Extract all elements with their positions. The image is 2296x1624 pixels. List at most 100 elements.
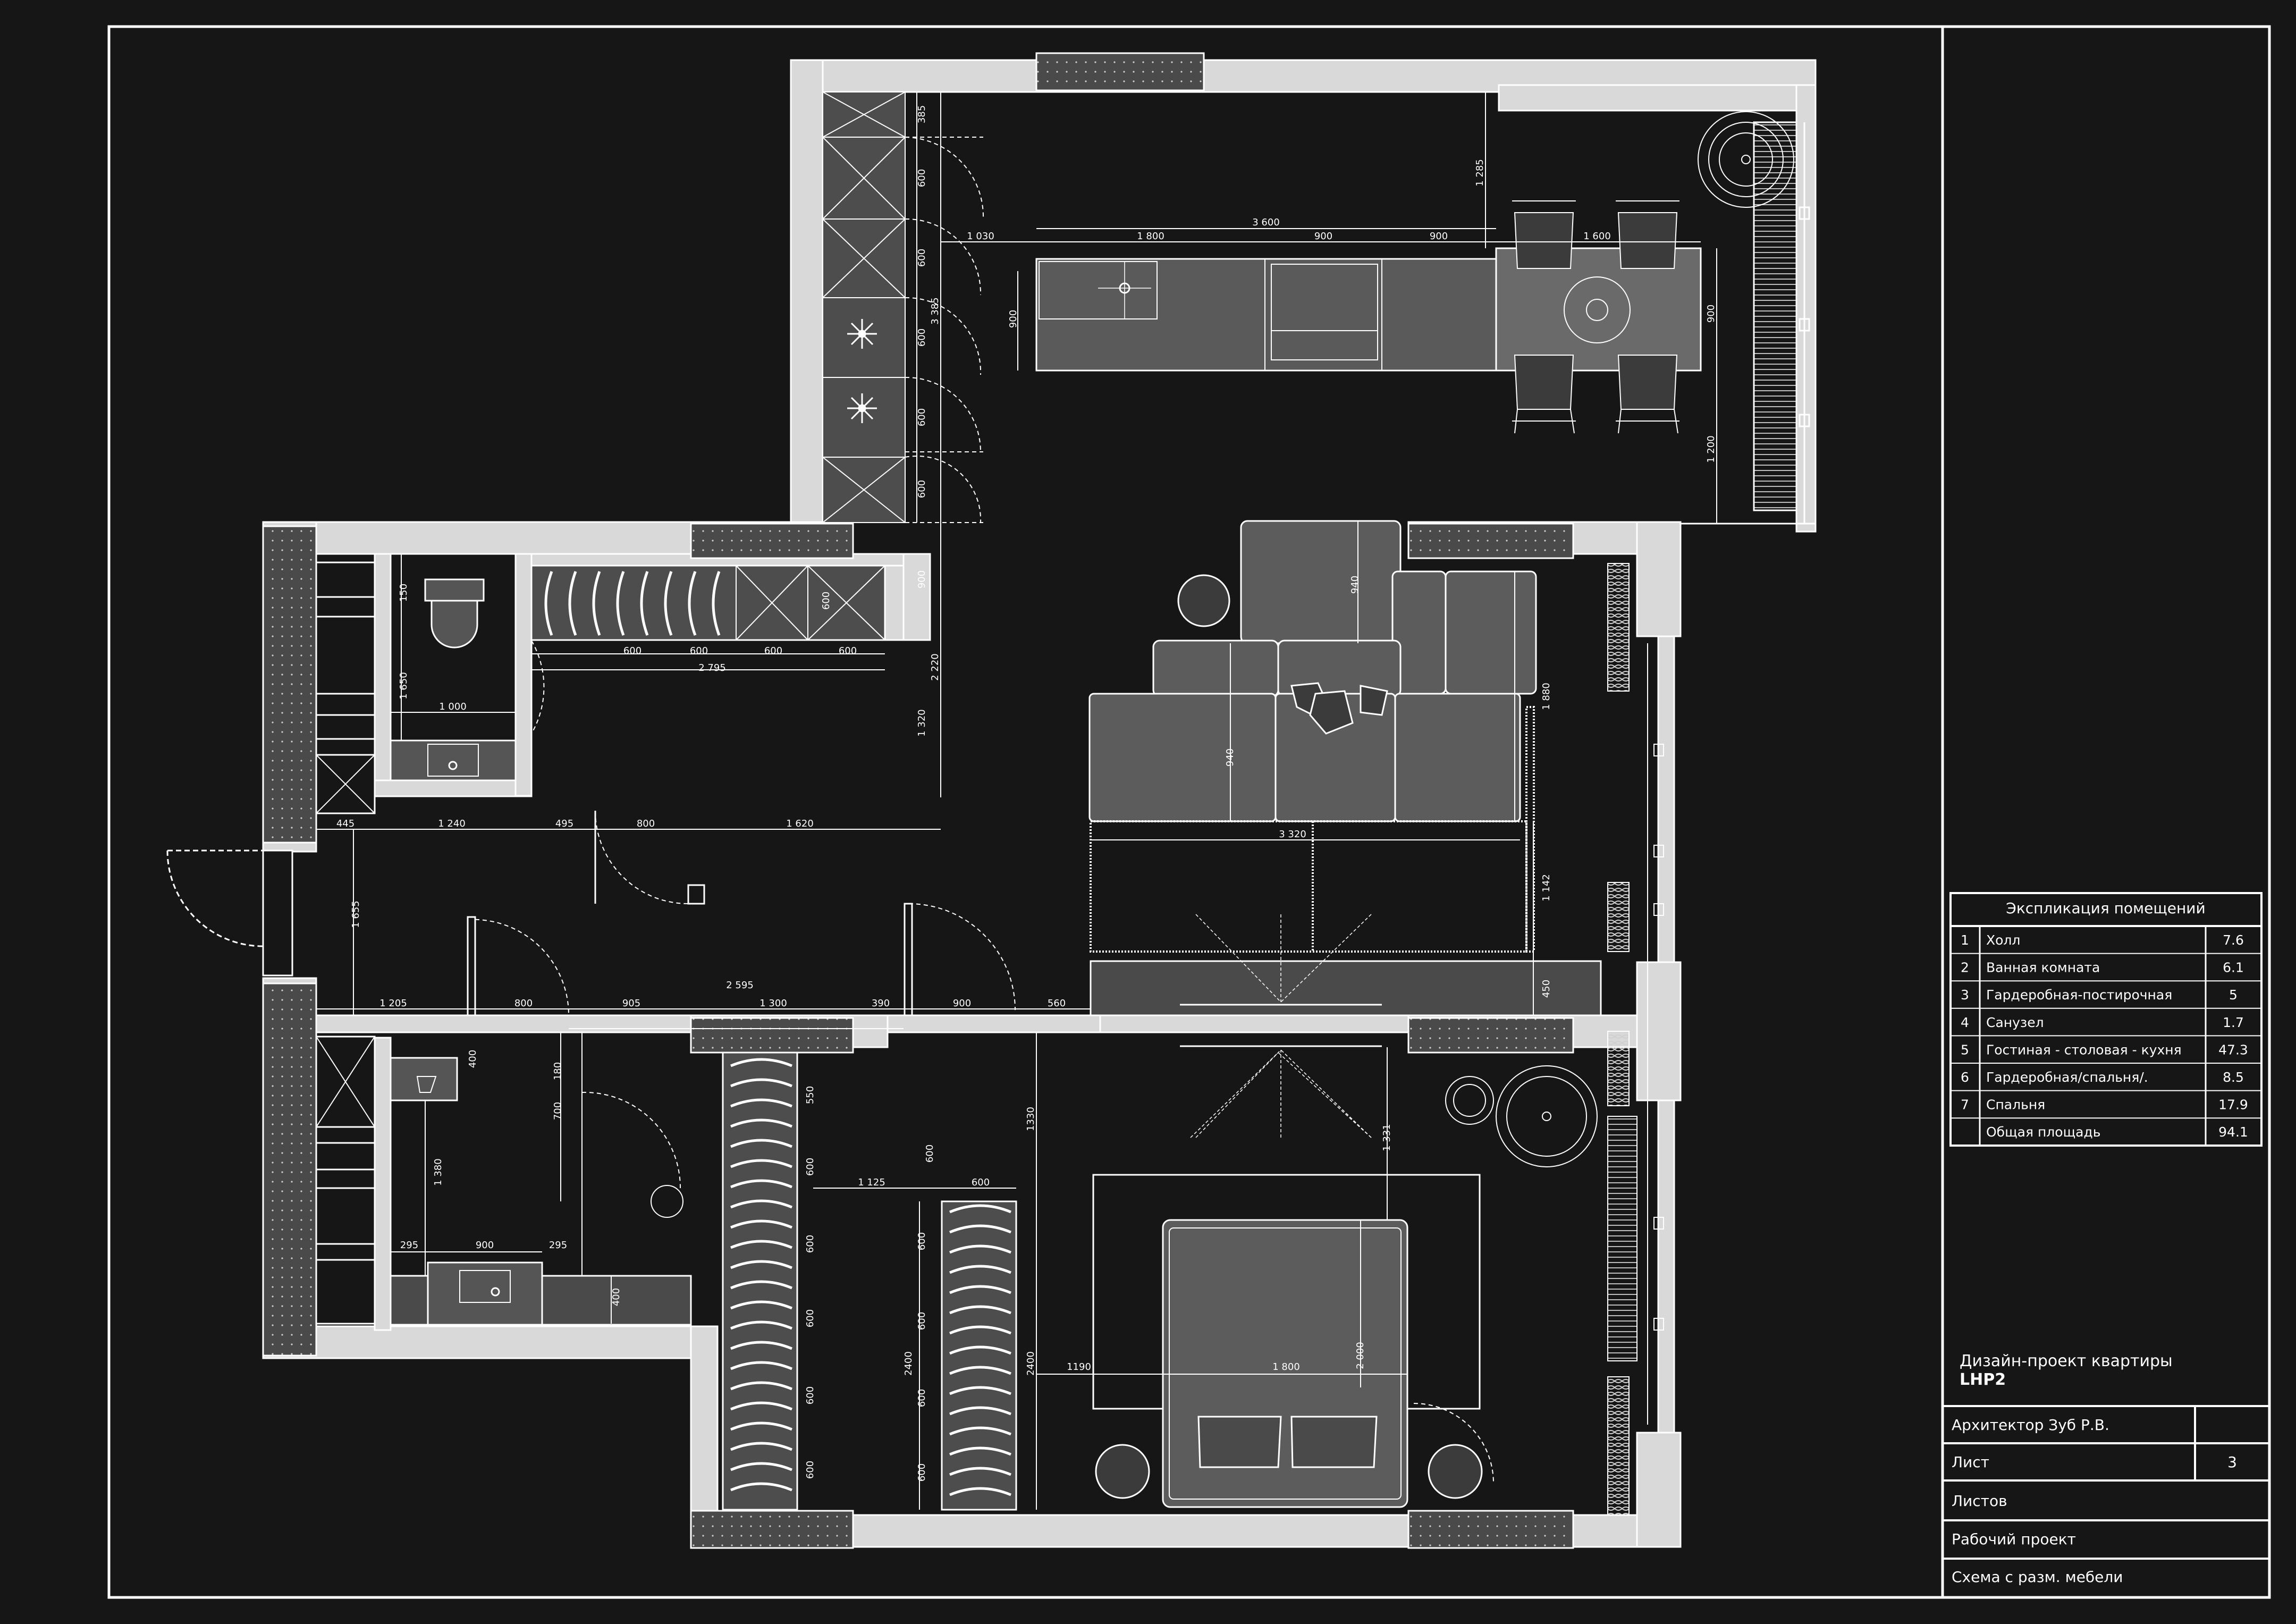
explication-row-name: Гардеробная/спальня/. [1986,1070,2148,1085]
dim-label: 600 [916,1389,927,1407]
dim-label: 3 600 [1252,217,1280,228]
dim-label: 600 [839,645,857,657]
explication-row-area: 8.5 [2223,1070,2244,1085]
dim-label: 1 380 [433,1158,444,1186]
dim-label: 1 880 [1541,683,1552,710]
hanger-icons [544,571,721,636]
dim-label: 600 [805,1461,816,1479]
hanger-icon [949,1345,1011,1355]
explication-row-area: 47.3 [2218,1042,2248,1057]
dim-label: 600 [805,1158,816,1176]
dim-label: 1 320 [916,709,927,737]
dim-label: 600 [924,1145,935,1163]
hanger-icon [730,1159,792,1168]
bedroom-door-swing [1413,1403,1494,1484]
dim-label: 2 000 [1355,1342,1366,1369]
dim-label: 1 142 [1541,874,1552,902]
dim-label: 700 [552,1102,563,1120]
explication-row-name: Гостиная - столовая - кухня [1986,1042,2182,1057]
dim-label: 1 240 [438,818,466,829]
hanger-icon [730,1078,792,1088]
dim-label: 600 [805,1309,816,1327]
dim-label: 600 [916,480,927,498]
kitchen-tall-cabinets [822,91,906,523]
explication-row-area: 7.6 [2223,932,2244,948]
bed [1092,1174,1481,1508]
hanger-icon [949,1204,1011,1214]
hanger-icon [949,1386,1011,1395]
dim-label: 940 [1349,576,1361,594]
hanger-icon [730,1118,792,1128]
hanger-icon [949,1426,1011,1436]
entry-door [166,849,293,977]
dim-label: 900 [1430,231,1448,242]
dim-label: 900 [476,1240,494,1251]
dim-label: 600 [916,169,927,187]
hanger-icon [568,571,577,636]
snowflake-icon [847,319,877,423]
hanger-icon [712,571,721,636]
dim-label: 600 [805,1235,816,1253]
dim-label: 3 385 [930,297,941,325]
sofa [1088,520,1537,822]
dim-label: 295 [400,1240,418,1251]
project-title: Дизайн-проект квартиры [1960,1352,2173,1370]
dim-label: 445 [336,818,354,829]
hanger-icon [730,1058,792,1067]
dim-label: 1 800 [1272,1361,1300,1373]
dim-label: 600 [916,249,927,267]
explication-row-area: 1.7 [2223,1015,2244,1030]
hanger-icon [730,1361,792,1370]
explication-row-number: 4 [1961,1015,1969,1030]
explication-row-area: 17.9 [2218,1097,2248,1113]
hanger-icon [592,571,601,636]
drawing-name: Схема с разм. мебели [1952,1568,2123,1586]
dim-label: 800 [637,818,655,829]
windows [262,52,1574,1549]
dim-label: 1 620 [786,818,814,829]
explication-row-name: Гардеробная-постирочная [1986,987,2172,1003]
dim-label: 1 030 [967,231,994,242]
wc-sink [390,739,517,781]
hanger-icon [730,1421,792,1431]
dim-label: 2 795 [698,662,726,674]
explication-row-number: 1 [1961,932,1969,948]
nightstand-left [1095,1444,1150,1499]
dim-label: 400 [611,1288,622,1306]
hanger-icon [730,1320,792,1330]
dimension-labels: 3 600 1 800 900 900 1 030 1 600 900 900 … [336,105,1717,1482]
hanger-icon [949,1265,1011,1274]
dim-label: 900 [1706,305,1717,323]
dim-label: 1 125 [858,1177,885,1188]
dim-label: 1 650 [398,672,409,700]
project-stage: Рабочий проект [1952,1530,2076,1548]
hanger-icon [730,1219,792,1229]
dim-label: 1 200 [1706,435,1717,463]
explication-row-area: 5 [2229,987,2238,1003]
side-table [1177,574,1230,627]
dim-label: 385 [916,105,927,123]
tv-unit [1090,914,1602,1138]
kitchen-cabinet-swings [905,137,984,523]
dimension-lines [316,92,1717,1510]
dim-label: 1 800 [1137,231,1164,242]
hanger-icon [730,1280,792,1290]
bedroom-plants [1445,1065,1598,1167]
dim-label: 1 300 [759,998,787,1009]
explication-row-name: Санузел [1986,1015,2044,1030]
wc-door-swing [531,640,545,734]
hanger-icon [949,1366,1011,1375]
dim-label: 2400 [1025,1351,1036,1376]
hanger-icon [640,571,649,636]
dim-label: 550 [805,1086,816,1104]
dim-label: 1 655 [350,901,361,928]
dim-label: 600 [805,1386,816,1404]
dim-label: 900 [1314,231,1332,242]
dim-label: 600 [916,1232,927,1250]
sheet-label: Лист [1952,1453,1989,1471]
hanger-icon [730,1098,792,1108]
hanger-icon [949,1467,1011,1476]
hanger-icon [730,1260,792,1269]
